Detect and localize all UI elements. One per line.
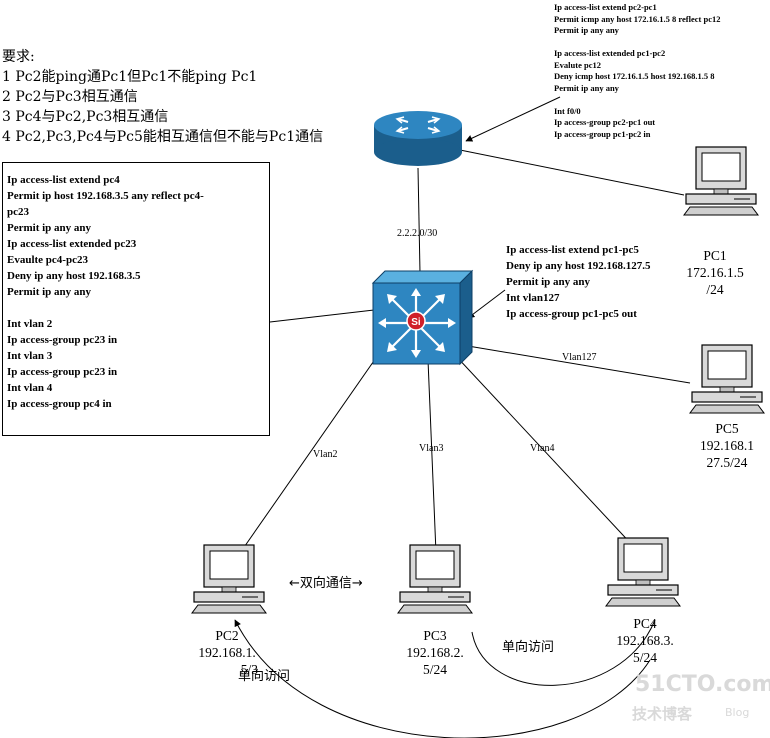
config-line: pc23 xyxy=(7,206,29,218)
config-line: Permit ip any any xyxy=(506,276,591,288)
watermark-sub: 技术博客 xyxy=(632,705,693,723)
pc-ip: 192.168.2. xyxy=(406,645,464,660)
config-line: Ip access-group pc23 in xyxy=(7,366,118,378)
oneway-annotation-pc4: 单向访问 xyxy=(502,640,555,655)
pc1-icon xyxy=(683,146,759,216)
pc-mask: 5/24 xyxy=(632,650,657,665)
switch-config-text: Ip access-list extend pc4 Permit ip host… xyxy=(7,172,204,412)
pc-name: PC4 xyxy=(633,616,657,631)
requirements-heading: 要求: xyxy=(2,49,35,65)
config-line: Ip access-list extended pc23 xyxy=(7,238,137,250)
config-line: Int vlan 2 xyxy=(7,318,53,330)
config-line: Ip access-list extend pc4 xyxy=(7,174,120,186)
config-line: Deny icmp host 172.16.1.5 host 192.168.1… xyxy=(554,71,715,81)
callout-arrow-switch xyxy=(467,289,506,319)
config-line: Deny ip any host 192.168.127.5 xyxy=(506,260,651,272)
callout-arrow-router xyxy=(465,96,561,142)
router-icon xyxy=(374,111,462,166)
watermark-blog: Blog xyxy=(725,706,750,719)
config-line: Ip access-group pc2-pc1 out xyxy=(554,117,656,127)
config-line: Evalute pc12 xyxy=(554,59,601,70)
link-vlan2 xyxy=(239,354,379,554)
config-line: Permit ip host 192.168.3.5 any reflect p… xyxy=(7,190,204,202)
pc-ip: 172.16.1.5 xyxy=(686,265,744,280)
switch-badge-text: Si xyxy=(411,317,421,328)
pc2-icon xyxy=(191,544,267,614)
link-router-pc1 xyxy=(459,149,685,196)
link-vlan127 xyxy=(461,344,691,384)
pc-ip: 192.168.1. xyxy=(198,645,256,660)
requirement-item: 1 Pc2能ping通Pc1但Pc1不能ping Pc1 xyxy=(2,69,258,85)
config-line: Ip access-group pc1-pc5 out xyxy=(506,308,637,320)
callout-line-left-box xyxy=(269,309,375,323)
link-label-vlan127: Vlan127 xyxy=(562,352,597,363)
pc5-label: PC5 192.168.1 27.5/24 xyxy=(692,420,762,471)
config-line: Deny ip any host 192.168.3.5 xyxy=(7,270,141,282)
config-line: Evaulte pc4-pc23 xyxy=(7,254,88,266)
requirement-item: 3 Pc4与Pc2,Pc3相互通信 xyxy=(2,109,169,125)
pc-mask: /24 xyxy=(706,282,724,297)
config-line: Ip access-group pc1-pc2 in xyxy=(554,128,651,139)
link-router-switch xyxy=(417,167,421,274)
pc-name: PC1 xyxy=(703,248,727,263)
config-line xyxy=(554,94,721,106)
config-line: Permit icmp any host 172.16.1.5 8 reflec… xyxy=(554,13,721,24)
config-line: Permit ip any any xyxy=(554,82,619,93)
bidirectional-annotation: ←双向通信→ xyxy=(289,576,363,591)
link-label-vlan4: Vlan4 xyxy=(530,443,555,454)
config-line: Int vlan127 xyxy=(506,292,560,304)
config-line: Int vlan 4 xyxy=(7,382,53,394)
switch-config-box: Ip access-list extend pc4 Permit ip host… xyxy=(2,162,270,436)
pc-mask: 27.5/24 xyxy=(706,455,748,470)
link-label-vlan3: Vlan3 xyxy=(419,443,444,454)
pc-mask: 5/24 xyxy=(422,662,447,677)
config-line: Ip access-list extend pc1-pc5 xyxy=(506,244,639,256)
requirement-item: 4 Pc2,Pc3,Pc4与Pc5能相互通信但不能与Pc1通信 xyxy=(2,129,324,145)
config-line: Int f0/0 xyxy=(554,105,581,116)
pc-name: PC5 xyxy=(715,421,739,436)
config-line: Ip access-group pc23 in xyxy=(7,334,118,346)
config-line: Permit ip any any xyxy=(554,25,619,35)
pc-ip: 192.168.1 xyxy=(700,438,754,453)
link-label-vlan2: Vlan2 xyxy=(313,449,338,460)
pc-name: PC3 xyxy=(423,628,447,643)
oneway-curve-pc4-pc3 xyxy=(471,619,656,686)
config-line: Permit ip any any xyxy=(7,222,92,234)
link-vlan4 xyxy=(454,354,636,549)
requirements-list: 要求: 1 Pc2能ping通Pc1但Pc1不能ping Pc1 2 Pc2与P… xyxy=(2,47,323,147)
pc4-label: PC4 192.168.3. 5/24 xyxy=(610,615,680,666)
pc-name: PC2 xyxy=(215,628,239,643)
requirement-item: 2 Pc2与Pc3相互通信 xyxy=(2,89,138,105)
pc3-icon xyxy=(397,544,473,614)
config-line: Ip access-group pc4 in xyxy=(7,398,112,410)
config-line xyxy=(554,37,721,49)
link-label-router-switch: 2.2.2.0/30 xyxy=(397,228,438,239)
config-line: Ip access-list extend pc2-pc1 xyxy=(554,2,657,12)
switch-vlan127-config-text: Ip access-list extend pc1-pc5 Deny ip an… xyxy=(506,242,651,322)
pc3-label: PC3 192.168.2. 5/24 xyxy=(400,627,470,678)
config-line: Ip access-list extended pc1-pc2 xyxy=(554,48,666,58)
pc2-label: PC2 192.168.1. 5/3 xyxy=(192,627,262,678)
pc-mask: 5/3 xyxy=(240,662,258,677)
watermark-logo: 51CTO.com xyxy=(635,672,770,697)
pc5-icon xyxy=(689,344,765,414)
link-vlan3 xyxy=(427,359,437,554)
router-config-text: Ip access-list extend pc2-pc1 Permit icm… xyxy=(554,2,721,140)
pc1-label: PC1 172.16.1.5 /24 xyxy=(680,247,750,298)
layer3-switch-icon xyxy=(371,269,474,366)
config-line: Permit ip any any xyxy=(7,286,92,298)
pc4-icon xyxy=(605,537,681,607)
config-line: Int vlan 3 xyxy=(7,350,53,362)
config-line xyxy=(7,300,204,316)
oneway-annotation-pc2: 单向访问 xyxy=(238,669,291,684)
pc-ip: 192.168.3. xyxy=(616,633,674,648)
